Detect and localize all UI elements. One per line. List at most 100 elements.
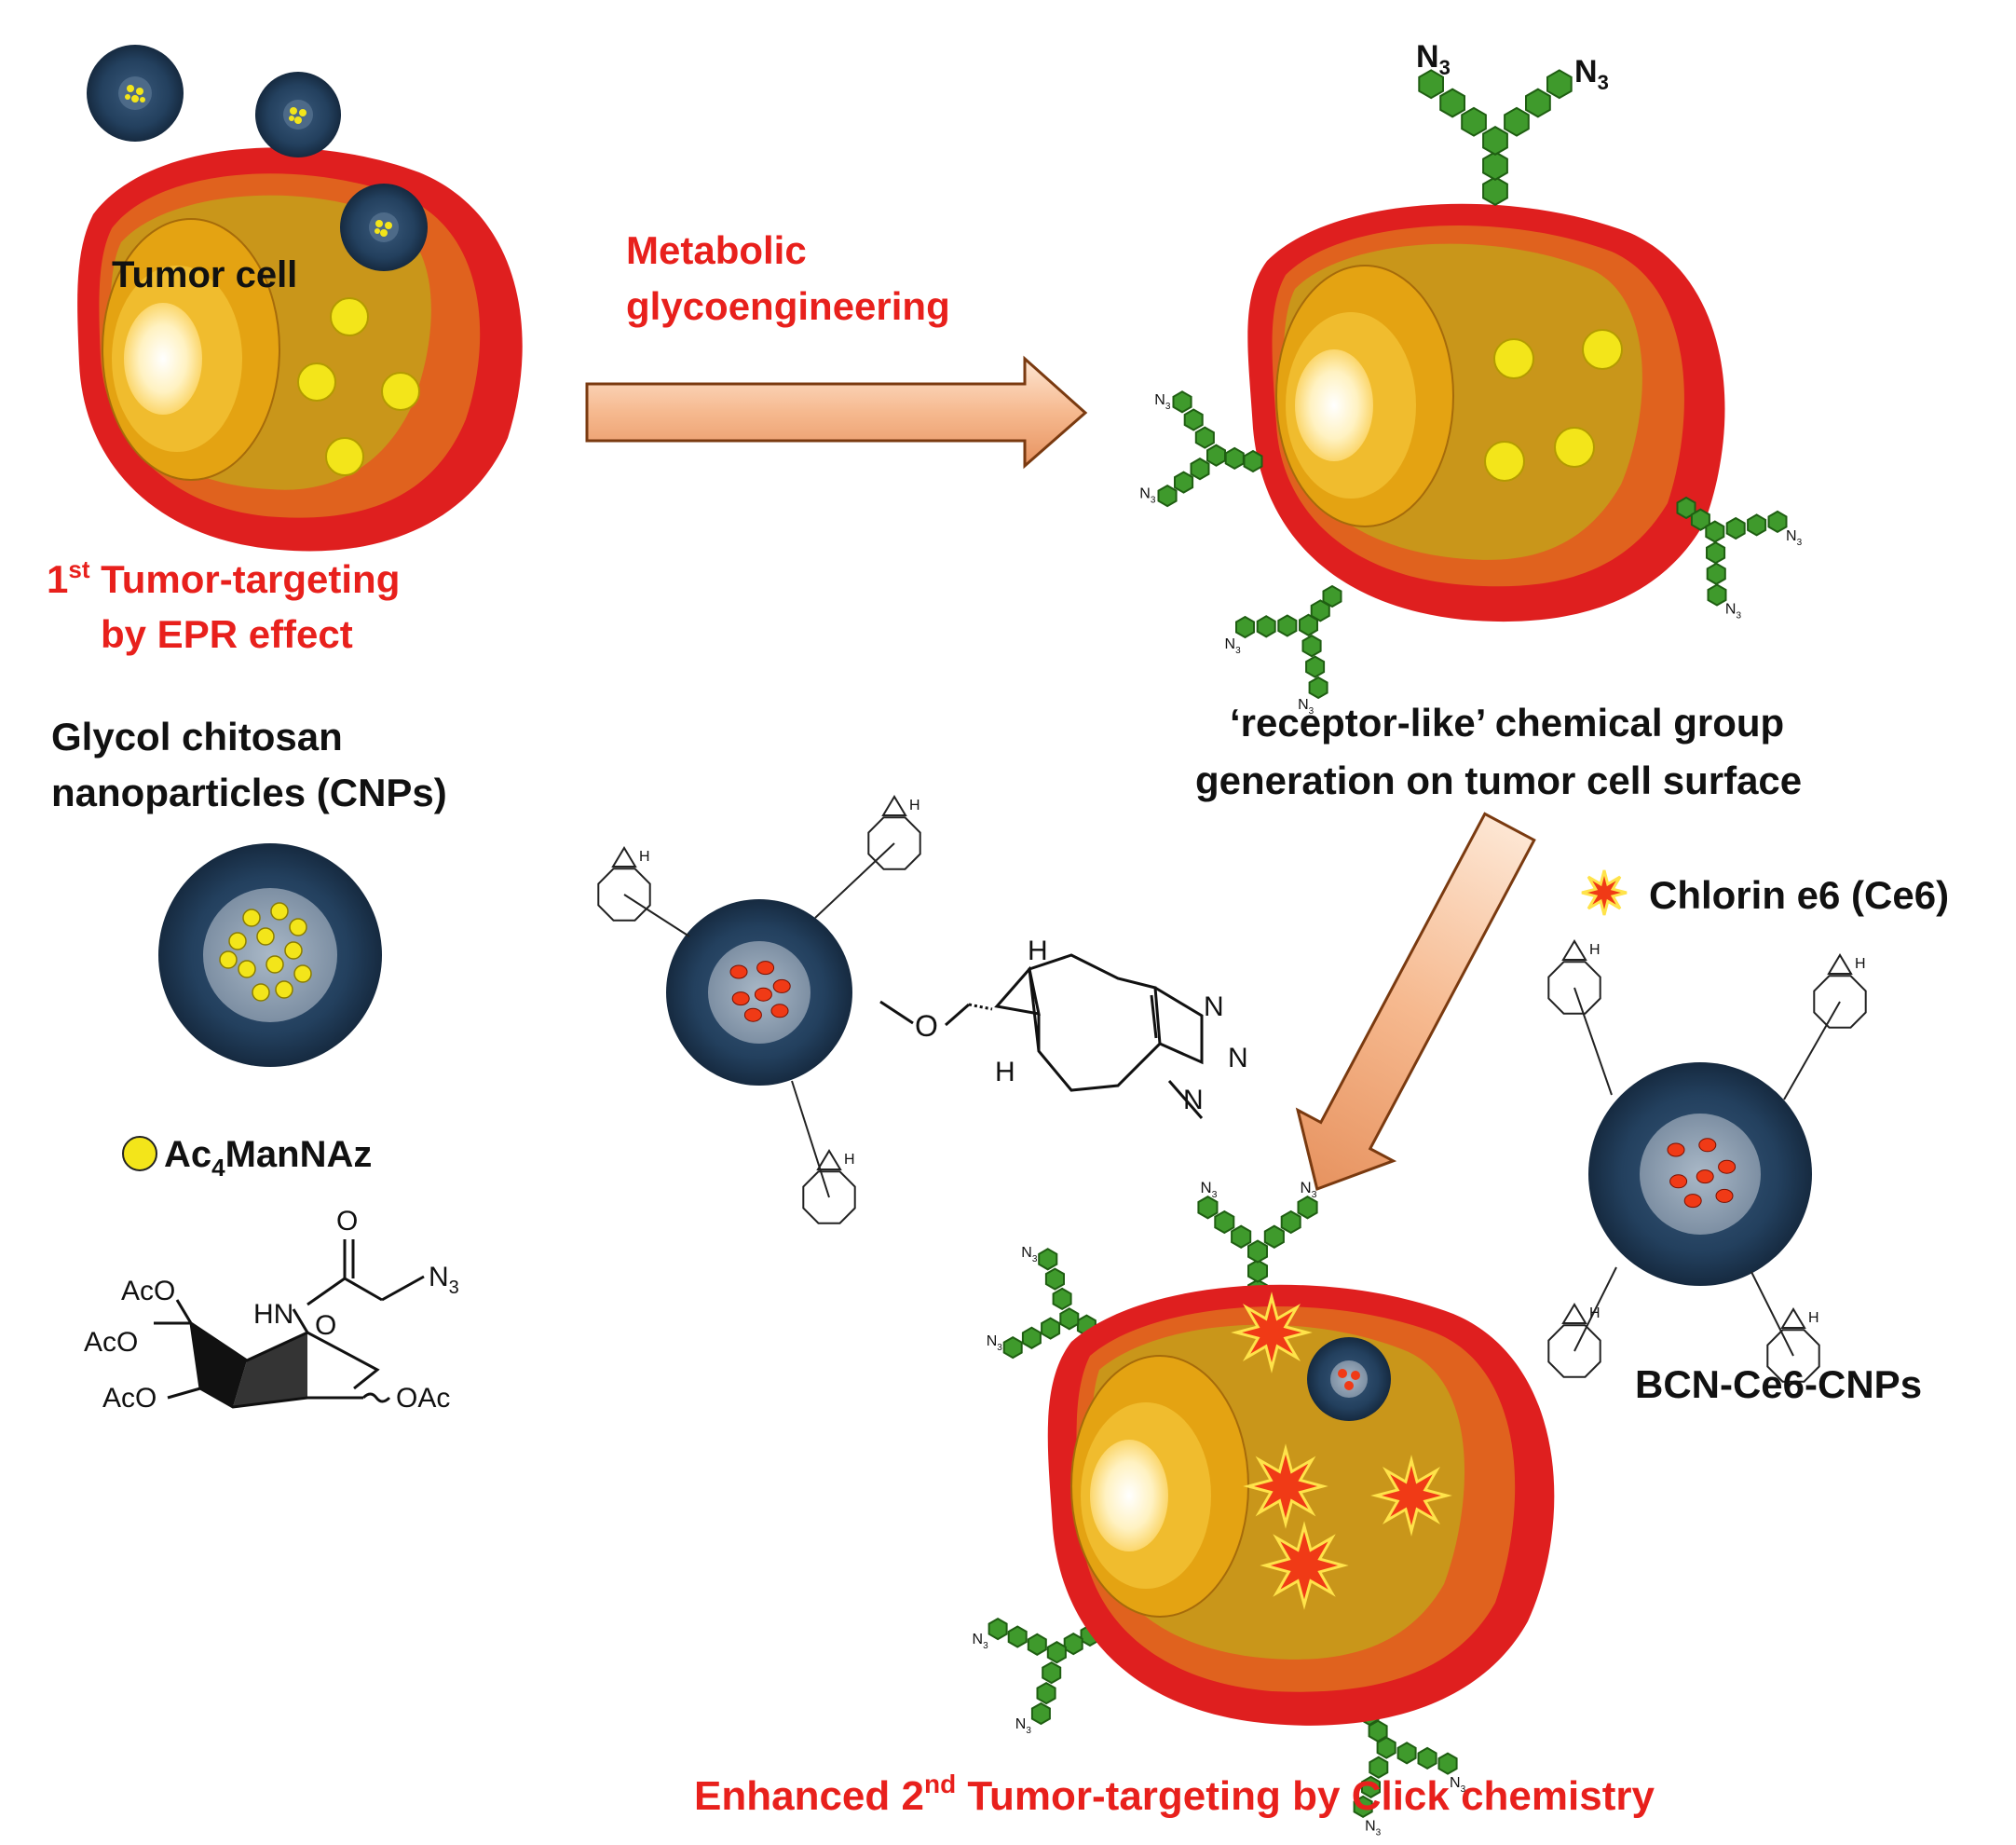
sugar-ring-hexagon (1376, 1736, 1396, 1759)
bcn-h-label: H (1589, 1305, 1601, 1321)
azide-tag-sub: 3 (1376, 1828, 1382, 1838)
cyclooctyne-ring (1766, 1329, 1820, 1383)
ce6-payload-dot (1715, 1188, 1734, 1203)
bcn-h-label: H (1589, 942, 1601, 958)
sugar-ring-hexagon (1256, 615, 1276, 638)
azide-tag-sub: 3 (1151, 496, 1156, 506)
sugar-ring-hexagon (1030, 1702, 1051, 1726)
ce6-legend-label: Chlorin e6 (Ce6) (1649, 873, 1949, 917)
cyclooctyne-ring (597, 868, 651, 922)
azide-tag-sub: 3 (1736, 611, 1741, 622)
triazole-linker (879, 953, 1204, 1119)
sugar-ring-hexagon (1157, 484, 1178, 508)
bcn-linker-bond (791, 1080, 830, 1198)
sugar-ring-hexagon (1027, 1633, 1047, 1656)
cyclooctyne-ring (1813, 975, 1867, 1029)
sugar-ring-hexagon (1706, 541, 1726, 565)
ac4-oac: OAc (396, 1383, 450, 1414)
cnp-small-1 (87, 45, 184, 142)
azide-tag-sub: 3 (1032, 1254, 1038, 1264)
bcn-cnp-linked (666, 899, 852, 1086)
sugar-ring-hexagon (1705, 520, 1725, 543)
azide-main: N (1574, 54, 1598, 89)
bcn-h-label: H (1855, 956, 1866, 972)
azide-tag-sub: 3 (1212, 1189, 1218, 1200)
click-arrow (1295, 812, 1536, 1191)
azide-tag-main: N (973, 1632, 984, 1647)
cyclopropane-ring (881, 795, 907, 816)
metabolic-label-line2: glycoengineering (626, 284, 950, 328)
receptor-label-line2: generation on tumor cell surface (1195, 758, 1802, 802)
azide-tag-main: N (1725, 602, 1737, 618)
ac4mannaz-dot (381, 372, 420, 411)
sugar-ring-hexagon (1353, 1795, 1373, 1819)
sugar-ring-hexagon (1305, 655, 1326, 678)
azide-sub: 3 (1439, 56, 1451, 79)
azide-tag-main: N (1201, 1179, 1212, 1196)
sugar-ring-hexagon (1197, 1196, 1219, 1220)
azide-tag: N3 (1154, 392, 1171, 412)
sugar-ring-hexagon (1214, 1210, 1235, 1235)
sugar-ring-hexagon (1482, 176, 1508, 206)
azide-tag: N3 (1225, 636, 1242, 656)
nucleolus (1295, 349, 1373, 461)
azide-tag-main: N (1021, 1245, 1032, 1261)
sugar-ring-hexagon (1280, 1210, 1301, 1235)
ac4-aco-1: AcO (121, 1276, 175, 1306)
bcn-ce6-cnps-label: BCN-Ce6-CNPs (1635, 1362, 1922, 1406)
bcn-h-label: H (909, 798, 920, 813)
azide-tag-main: N (1154, 392, 1165, 408)
ac4mannaz-label: Ac4ManNAz (164, 1134, 372, 1182)
sugar-ring-hexagon (1706, 562, 1726, 585)
sugar-ring-hexagon (1263, 1224, 1285, 1249)
ac4mannaz-payload-dot (266, 955, 284, 974)
sugar-ring-hexagon (1041, 1317, 1061, 1340)
sugar-ring-hexagon (1707, 583, 1727, 607)
bcn-group: H (1547, 939, 1613, 1096)
azide-tag-sub: 3 (983, 1641, 988, 1651)
ce6-payload-dot (731, 991, 750, 1006)
sugar-ring-hexagon (1021, 1326, 1042, 1349)
azide-label-large: N3 (1574, 54, 1609, 94)
azide-tag-main: N (1301, 1179, 1312, 1196)
azide-tag: N3 (987, 1333, 1003, 1353)
ac4mannaz-payload-dot (219, 950, 238, 969)
cyclooctyne-ring (867, 816, 921, 870)
bcn-h-label: H (639, 849, 650, 865)
sugar-ring-hexagon (1369, 1756, 1389, 1779)
ac4mannaz-payload-dot (289, 918, 307, 936)
ac4mannaz-prefix: Ac (164, 1134, 211, 1175)
ac4mannaz-dot (1554, 427, 1595, 468)
azide-tag: N3 (1450, 1775, 1466, 1795)
ce6-star (1243, 1443, 1328, 1529)
ac4-azide: N3 (429, 1262, 459, 1298)
ac4mannaz-payload-dot (252, 983, 270, 1002)
ac4mannaz-payload-dot (275, 980, 293, 999)
bcn-linker-bond (623, 894, 690, 937)
bcn-h-label: H (844, 1152, 855, 1168)
epr-caption-line2: by EPR effect (101, 612, 353, 656)
ac4mannaz-dot (1484, 441, 1525, 482)
azide-tag: N3 (1015, 1716, 1032, 1736)
linker-h-bottom: H (995, 1057, 1015, 1087)
sugar-ring-hexagon (1277, 614, 1298, 637)
azide-tag-main: N (1015, 1716, 1027, 1732)
ac4mannaz-dot (1493, 338, 1534, 379)
sugar-ring-hexagon (1172, 390, 1192, 414)
epr-caption-sup: st (68, 555, 89, 583)
azide-main: N (1416, 39, 1439, 75)
sugar-ring-hexagon (1007, 1625, 1028, 1648)
cyclooctyne-ring (802, 1170, 856, 1224)
sugar-ring-hexagon (1052, 1287, 1072, 1311)
sugar-ring-hexagon (1690, 508, 1710, 531)
ac4-aco-3: AcO (102, 1383, 157, 1414)
ac4-hn: HN (253, 1299, 293, 1330)
sugar-ring-hexagon (1767, 510, 1788, 534)
tumor-cell-2 (1247, 203, 1725, 622)
final-caption-sup: nd (924, 1770, 956, 1798)
sugar-ring-hexagon (1747, 513, 1767, 537)
